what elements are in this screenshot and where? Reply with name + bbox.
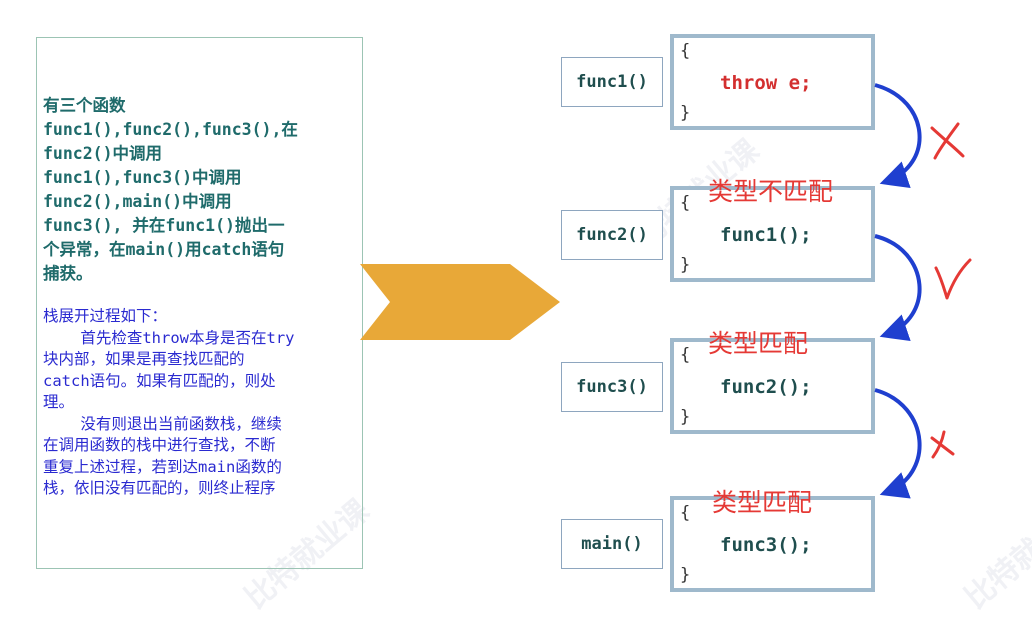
process-line: 重复上述过程，若到达main函数的 <box>43 457 282 476</box>
frame-label-main: main() <box>561 519 663 569</box>
close-brace: } <box>680 103 691 123</box>
process-text-block: 栈展开过程如下： 首先检查throw本身是否在try 块内部，如果是再查找匹配的… <box>43 306 358 500</box>
intro-text-block: 有三个函数 func1(),func2(),func3(),在 func2()中… <box>43 94 358 286</box>
description-panel: 有三个函数 func1(),func2(),func3(),在 func2()中… <box>36 37 363 569</box>
arrow-shape <box>360 264 560 340</box>
intro-line: func2()中调用 <box>43 144 163 163</box>
code-frame-func1: { throw e; } <box>670 34 875 130</box>
close-brace: } <box>680 565 691 585</box>
frame-label-func1: func1() <box>561 57 663 107</box>
cross-mark-icon <box>930 430 955 459</box>
process-line: 块内部，如果是再查找匹配的 <box>43 350 245 368</box>
unwind-arrow-2 <box>874 234 922 342</box>
right-arrow-icon <box>360 264 560 340</box>
process-line: 栈，依旧没有匹配的，则终止程序 <box>43 479 276 497</box>
close-brace: } <box>680 407 691 427</box>
frame-label-func3: func3() <box>561 362 663 412</box>
check-mark-icon <box>934 258 972 300</box>
intro-line: func1(),func2(),func3(),在 <box>43 120 298 139</box>
status-label-mismatch: 类型不匹配 <box>708 177 834 206</box>
code-frame-main: { func3(); } <box>670 496 875 592</box>
intro-line: func3(), 并在func1()抛出一 <box>43 216 285 235</box>
process-line: 栈展开过程如下： <box>43 307 168 325</box>
process-line: 首先检查throw本身是否在try <box>43 328 295 347</box>
intro-line: 有三个函数 <box>43 96 126 115</box>
unwind-arrow-3 <box>874 388 922 499</box>
close-brace: } <box>680 255 691 275</box>
cross-mark-icon <box>930 122 965 160</box>
open-brace: { <box>680 503 691 523</box>
open-brace: { <box>680 193 691 213</box>
intro-line: func2(),main()中调用 <box>43 192 232 211</box>
frame-label-func2: func2() <box>561 210 663 260</box>
code-statement: func2(); <box>720 376 812 398</box>
process-line: 理。 <box>43 393 75 411</box>
code-frame-func3: { func2(); } <box>670 338 875 434</box>
status-label-match: 类型匹配 <box>712 488 813 517</box>
open-brace: { <box>680 41 691 61</box>
code-statement: func3(); <box>720 534 812 556</box>
status-label-match: 类型匹配 <box>708 329 809 358</box>
process-line: catch语句。如果有匹配的，则处 <box>43 371 276 390</box>
intro-line: 捕获。 <box>43 264 93 283</box>
process-line: 在调用函数的栈中进行查找，不断 <box>43 436 276 454</box>
process-line: 没有则退出当前函数栈，继续 <box>43 414 282 433</box>
unwind-arrow-1 <box>874 83 922 189</box>
code-frame-func2: { func1(); } <box>670 186 875 282</box>
code-statement: func1(); <box>720 224 812 246</box>
code-statement: throw e; <box>720 72 812 94</box>
intro-line: func1(),func3()中调用 <box>43 168 242 187</box>
intro-line: 个异常，在main()用catch语句 <box>43 240 285 259</box>
open-brace: { <box>680 345 691 365</box>
